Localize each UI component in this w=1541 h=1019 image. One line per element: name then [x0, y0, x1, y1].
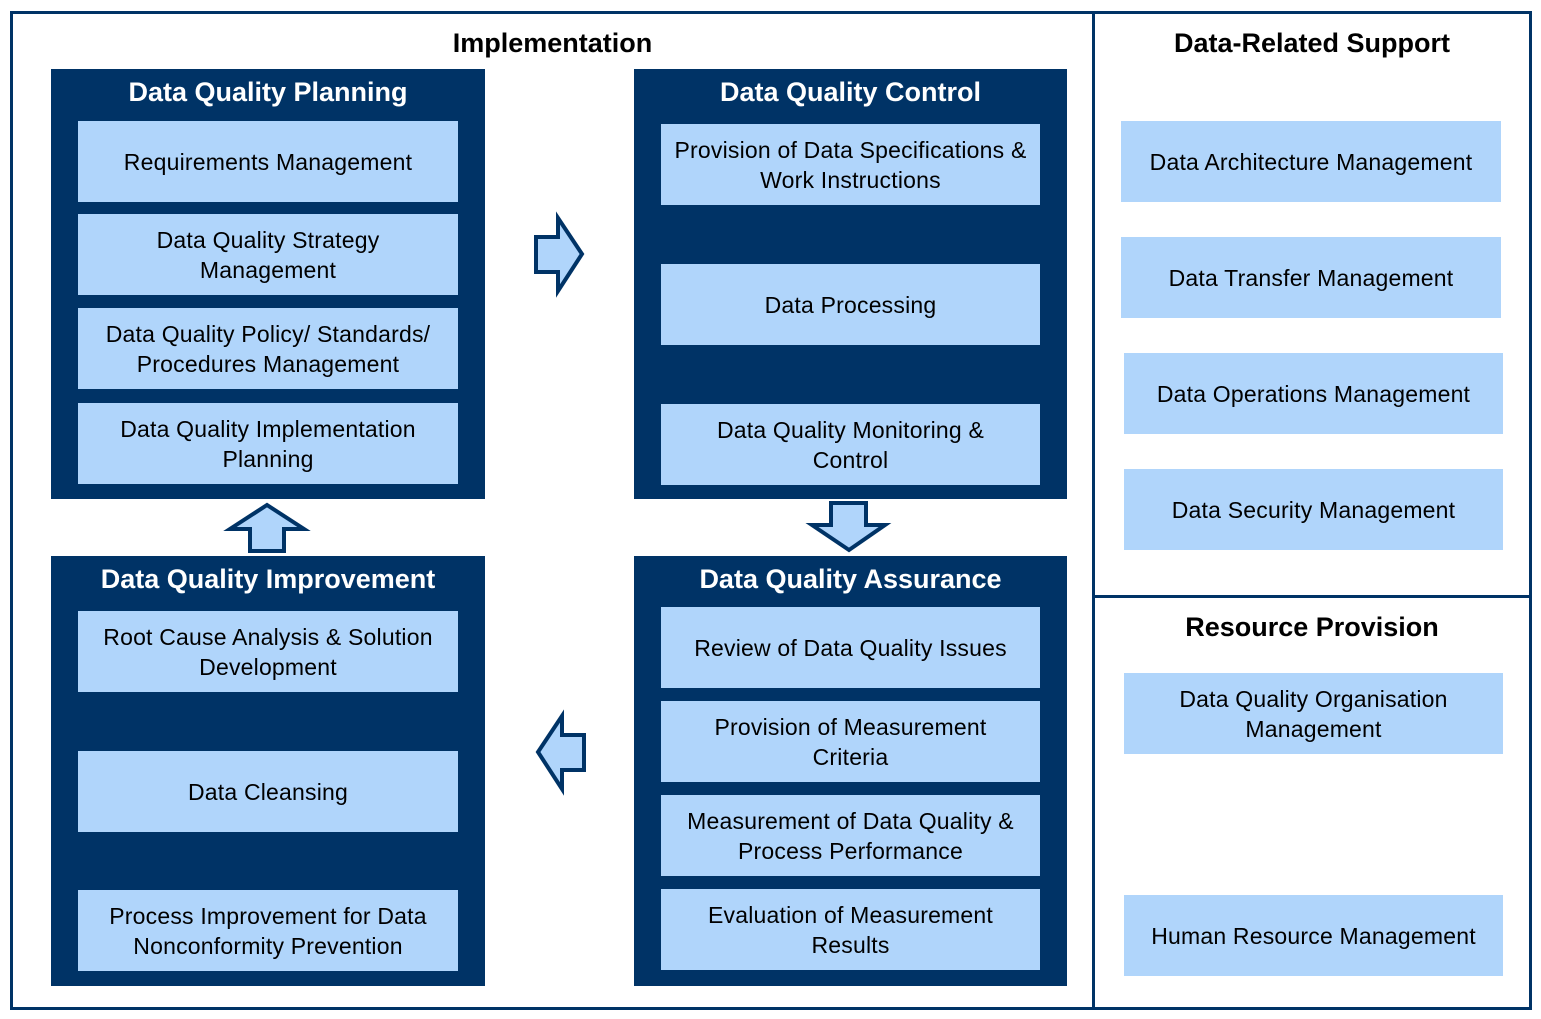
assurance-item: Measurement of Data Quality & Process Pe… [661, 795, 1040, 876]
improvement-title: Data Quality Improvement [100, 564, 436, 594]
assurance-item: Review of Data Quality Issues [661, 607, 1040, 688]
arrow-up-icon [223, 502, 311, 553]
data-related-support-title: Data-Related Support [1173, 28, 1451, 58]
assurance-title: Data Quality Assurance [699, 564, 1002, 594]
implementation-title: Implementation [452, 28, 653, 58]
planning-title: Data Quality Planning [128, 77, 408, 107]
resource-provision-title: Resource Provision [1185, 612, 1439, 642]
control-item: Data Processing [661, 264, 1040, 345]
arrow-down-icon [805, 501, 892, 553]
resource-item: Data Quality Organisation Management [1124, 673, 1503, 754]
arrow-left-icon [535, 709, 586, 796]
control-item: Provision of Data Specifications & Work … [661, 124, 1040, 205]
improvement-item: Root Cause Analysis & Solution Developme… [78, 611, 458, 692]
assurance-item: Evaluation of Measurement Results [661, 889, 1040, 970]
arrow-right-icon [534, 211, 585, 298]
improvement-item: Data Cleansing [78, 751, 458, 832]
planning-item: Data Quality Policy/ Standards/ Procedur… [78, 308, 458, 389]
assurance-item: Provision of Measurement Criteria [661, 701, 1040, 782]
improvement-item: Process Improvement for Data Nonconformi… [78, 890, 458, 971]
control-item: Data Quality Monitoring & Control [661, 404, 1040, 485]
control-title: Data Quality Control [719, 77, 982, 107]
resource-item: Human Resource Management [1124, 895, 1503, 976]
planning-item: Requirements Management [78, 121, 458, 202]
support-item: Data Security Management [1124, 469, 1503, 550]
support-item: Data Architecture Management [1121, 121, 1501, 202]
support-item: Data Operations Management [1124, 353, 1503, 434]
planning-item: Data Quality Implementation Planning [78, 403, 458, 484]
support-item: Data Transfer Management [1121, 237, 1501, 318]
planning-item: Data Quality Strategy Management [78, 214, 458, 295]
